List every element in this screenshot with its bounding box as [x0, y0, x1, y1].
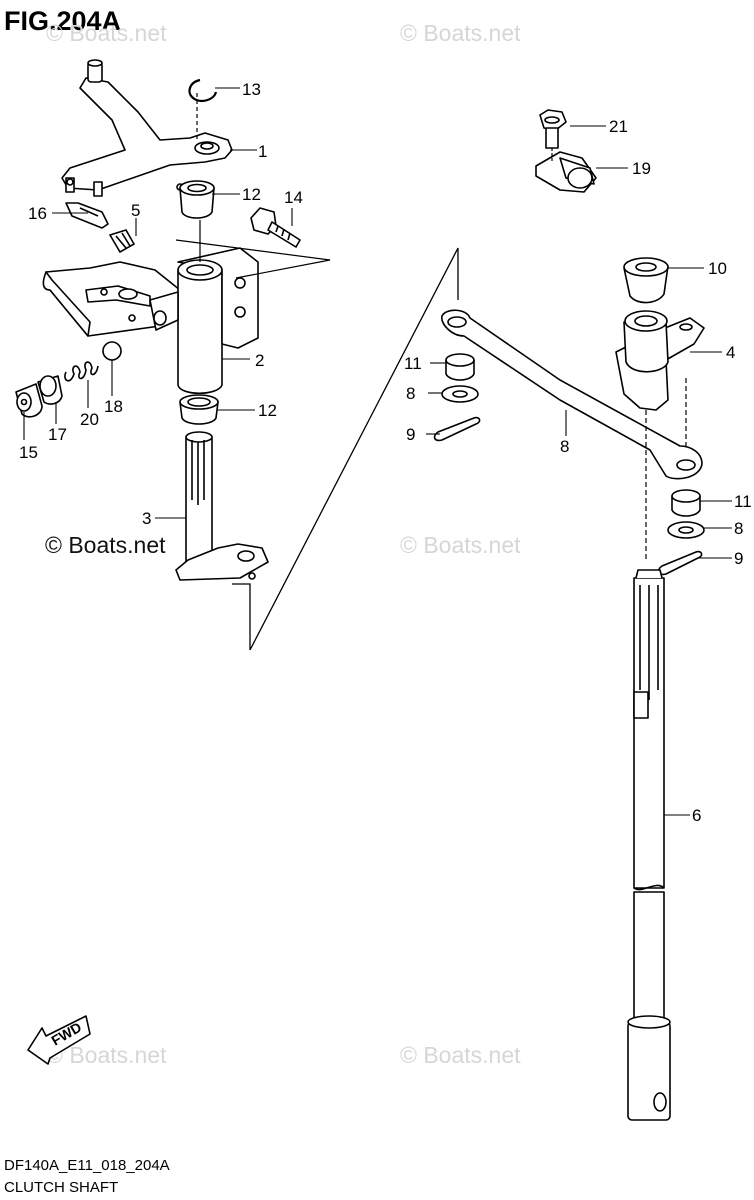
callout-3: 4 — [726, 343, 735, 362]
callout-12-lower: 12 — [258, 401, 277, 420]
callout-20: 20 — [80, 410, 99, 429]
watermark-4: © Boats.net — [400, 532, 521, 558]
callout-14: 14 — [284, 188, 303, 207]
callout-8-right: 8 — [734, 519, 743, 538]
guide-lines-right — [551, 148, 687, 560]
guide-lines-diagonal — [232, 247, 459, 651]
detent-parts — [15, 341, 122, 418]
leader-lines — [23, 87, 732, 816]
grease-nipple — [109, 229, 135, 253]
callout-9-right: 9 — [734, 549, 743, 568]
callout-11-right: 11 — [734, 492, 752, 511]
clutch-shaft-6 — [627, 569, 671, 1121]
pin-set-left — [433, 353, 481, 442]
callout-21: 21 — [609, 117, 628, 136]
shift-shaft-4 — [175, 431, 269, 581]
figure-name: CLUTCH SHAFT — [4, 1179, 118, 1196]
callout-12-upper: 12 — [242, 185, 261, 204]
figure-title: FIG.204A — [4, 6, 121, 36]
clutch-lever — [61, 59, 233, 197]
callout-5: 5 — [131, 201, 140, 220]
callout-17: 17 — [48, 425, 67, 444]
bushing-lower — [179, 394, 219, 425]
callout-13: 13 — [242, 80, 261, 99]
figure-code: DF140A_E11_018_204A — [4, 1157, 170, 1174]
bolt-21 — [539, 109, 567, 149]
clip-16 — [65, 202, 109, 229]
watermark-1: © Boats.net — [46, 20, 167, 46]
bracket-3 — [615, 310, 705, 411]
callout-9-left: 9 — [406, 425, 415, 444]
watermark-2: © Boats.net — [400, 20, 521, 46]
callouts: 1 13 12 14 16 5 2 12 3 15 17 20 18 21 19… — [19, 80, 752, 825]
callout-4: 3 — [142, 509, 151, 528]
shift-bracket — [42, 261, 181, 337]
left-assembly — [15, 59, 301, 581]
callout-19: 19 — [632, 159, 651, 178]
clamp-19 — [535, 151, 597, 193]
pin-set-right — [657, 489, 705, 576]
right-assembly: FWD — [27, 109, 705, 1121]
callout-10: 10 — [708, 259, 727, 278]
fwd-arrow-icon: FWD — [27, 1015, 91, 1065]
callout-8-left: 8 — [406, 384, 415, 403]
callout-7: 8 — [560, 437, 569, 456]
bolt-14 — [250, 207, 301, 248]
bushing-upper — [179, 180, 215, 219]
callout-6: 6 — [692, 806, 701, 825]
callout-1: 1 — [258, 142, 267, 161]
shaft-housing — [149, 247, 259, 395]
callout-2: 2 — [255, 351, 264, 370]
cap-10 — [623, 257, 669, 304]
link-rod-7 — [441, 309, 703, 480]
callout-11-left: 11 — [404, 354, 422, 373]
e-clip — [188, 78, 218, 102]
callout-18: 18 — [104, 397, 123, 416]
watermark-6: © Boats.net — [400, 1042, 521, 1068]
watermarks: © Boats.net © Boats.net © Boats.net © Bo… — [45, 20, 521, 1068]
callout-15: 15 — [19, 443, 38, 462]
callout-16: 16 — [28, 204, 47, 223]
guide-lines-left — [175, 93, 331, 279]
watermark-3: © Boats.net — [45, 532, 166, 558]
